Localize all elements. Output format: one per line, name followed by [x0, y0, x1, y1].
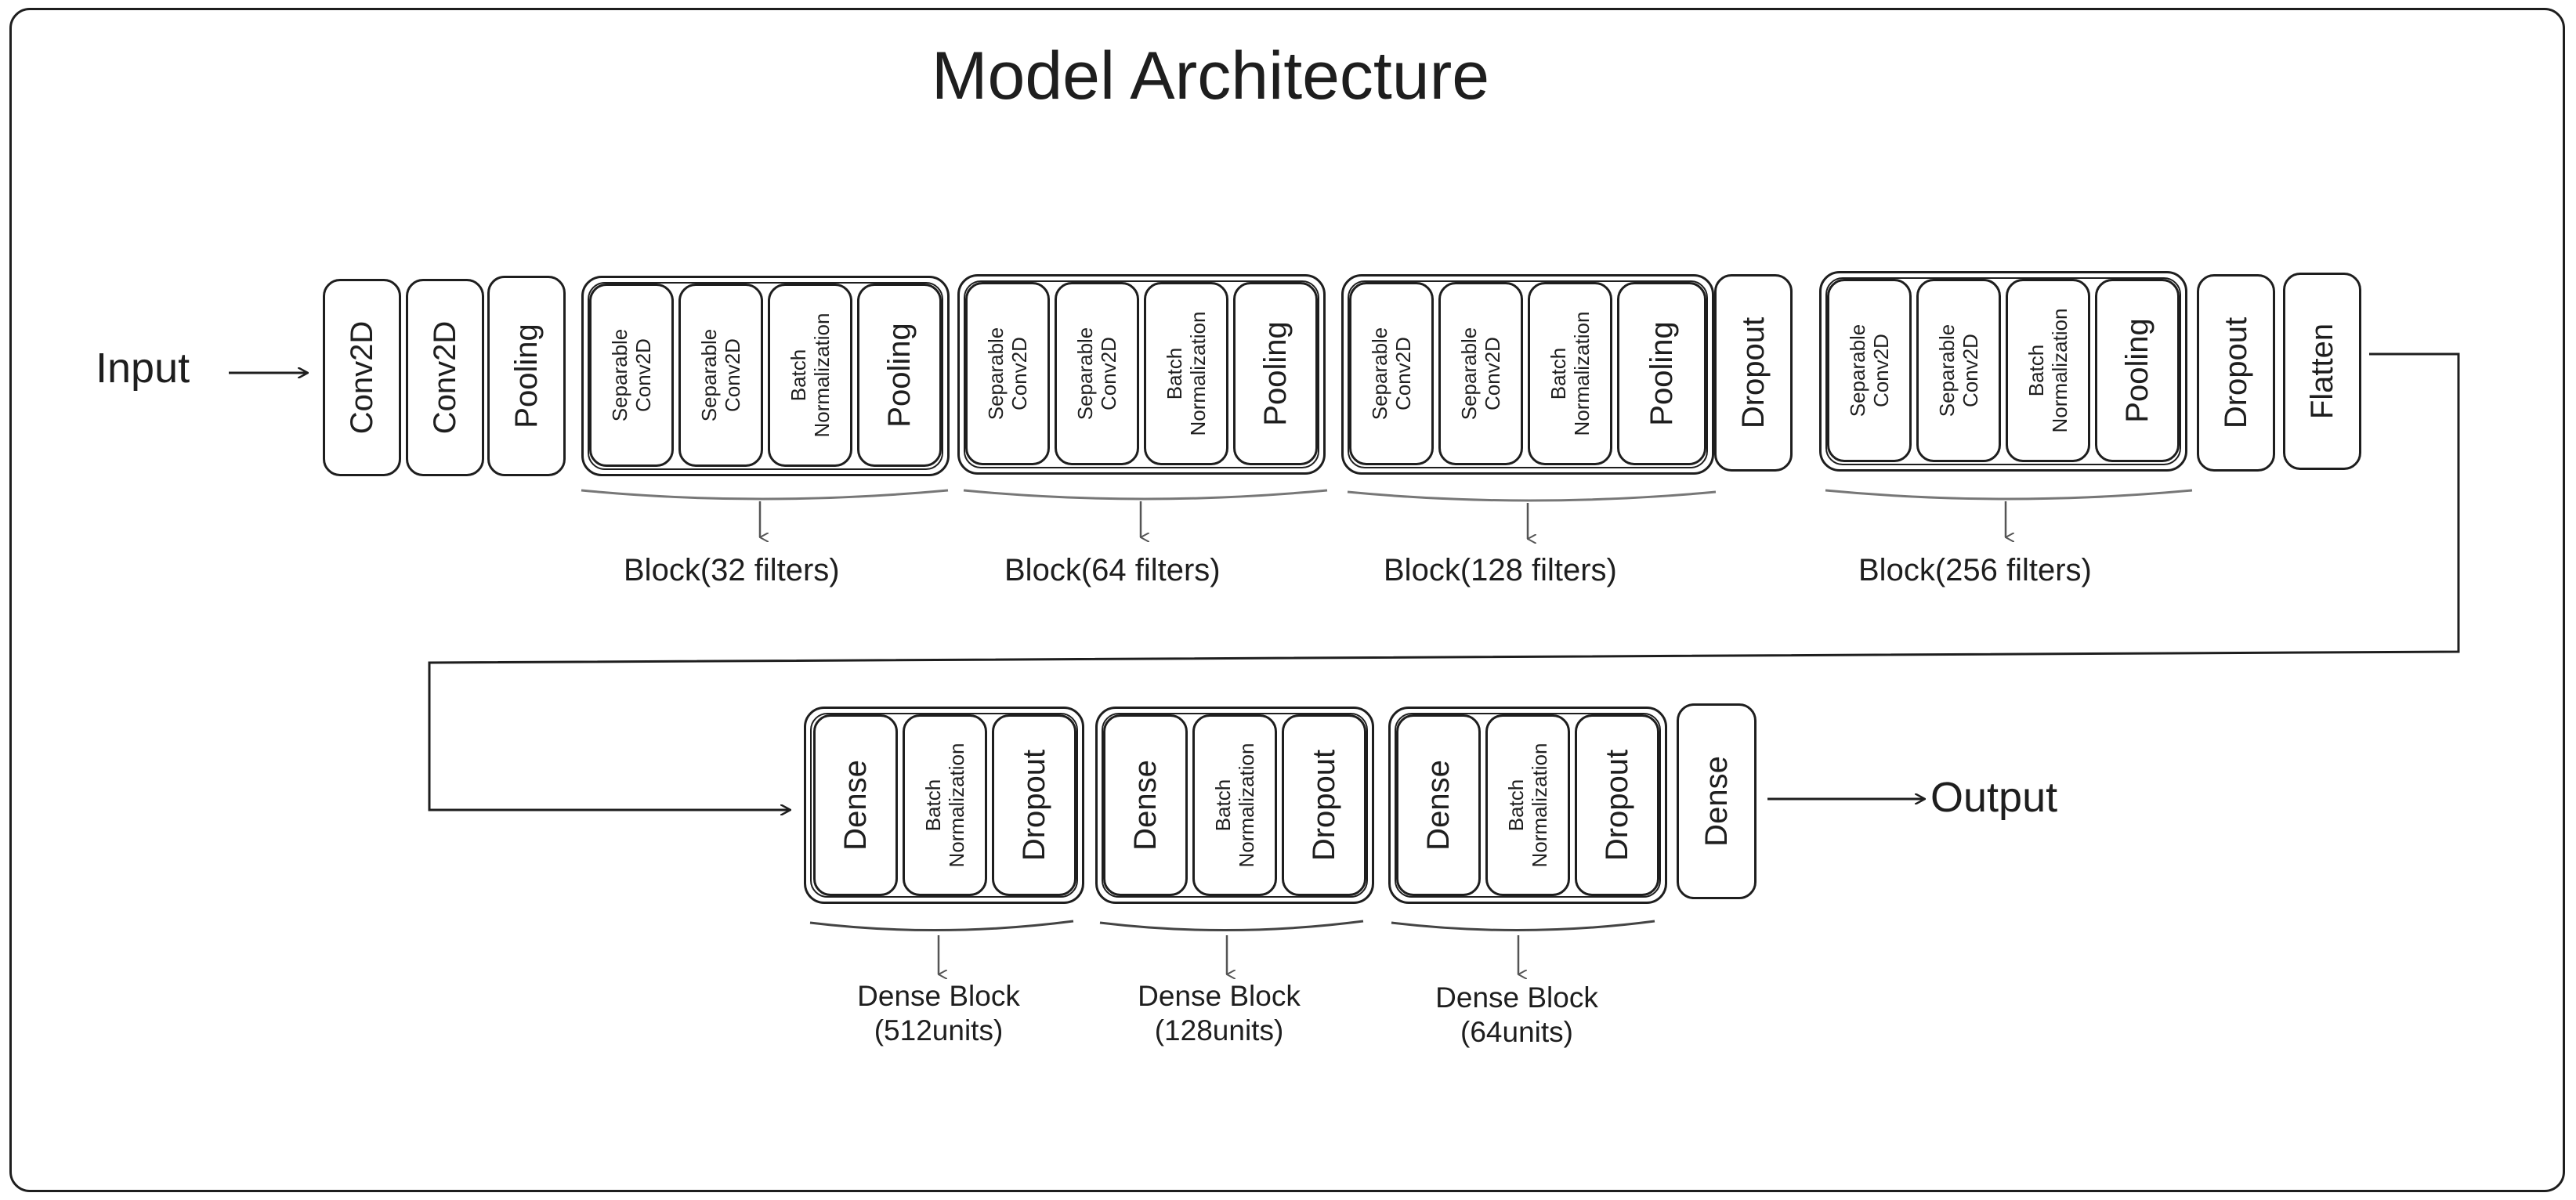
layer-label: Separable Conv2D: [1368, 327, 1415, 421]
layer-dense: Dense: [813, 714, 898, 896]
layer-label: Dense: [838, 760, 873, 851]
layer-separable-conv2d: Separable Conv2D: [1827, 279, 1912, 462]
layer-dropout: Dropout: [1714, 274, 1793, 472]
layer-dropout: Dropout: [1282, 714, 1366, 896]
layer-pooling: Pooling: [1617, 282, 1706, 465]
layer-label: Dropout: [1600, 749, 1634, 862]
layer-label: Dense: [1699, 756, 1734, 847]
layer-label: Conv2D: [428, 320, 462, 435]
layer-label: Conv2D: [345, 320, 379, 435]
conv-block-64: [957, 274, 1326, 475]
layer-pooling: Pooling: [857, 284, 942, 467]
layer-dropout: Dropout: [1575, 714, 1659, 896]
dense-block-512: [804, 707, 1084, 904]
layer-label: Dropout: [1017, 749, 1051, 862]
layer-label: Dense: [1128, 760, 1163, 851]
layer-label: Batch Normalization: [1163, 311, 1210, 436]
layer-label: Batch Normalization: [1211, 743, 1258, 868]
layer-label: Batch Normalization: [921, 743, 968, 868]
layer-separable-conv2d: Separable Conv2D: [1349, 282, 1434, 465]
layer-conv2d-1: Conv2D: [323, 279, 401, 476]
layer-separable-conv2d: Separable Conv2D: [1438, 282, 1523, 465]
block-label: Block(128 filters): [1384, 553, 1617, 587]
layer-batch-normalization: Batch Normalization: [1528, 282, 1612, 465]
layer-batch-normalization: Batch Normalization: [1144, 282, 1228, 465]
layer-pooling: Pooling: [1233, 282, 1318, 465]
layer-label: Dropout: [1307, 749, 1341, 862]
block-label: Block(64 filters): [1004, 553, 1221, 587]
dense-block-128: [1095, 707, 1374, 904]
layer-label: Dropout: [1736, 316, 1771, 429]
dense-brace: [1391, 920, 1655, 932]
layer-conv2d-2: Conv2D: [406, 279, 484, 476]
diagram-title: Model Architecture: [931, 38, 1490, 114]
layer-separable-conv2d: Separable Conv2D: [1916, 279, 2001, 462]
layer-label: Separable Conv2D: [1457, 327, 1504, 421]
layer-separable-conv2d: Separable Conv2D: [965, 282, 1050, 465]
wrap-connector: [428, 352, 2460, 810]
output-label: Output: [1930, 774, 2058, 821]
layer-label: Separable Conv2D: [984, 327, 1031, 421]
dense-block-64: [1388, 707, 1667, 904]
layer-dense: Dense: [1396, 714, 1481, 896]
block-brace: [1347, 490, 1717, 502]
layer-batch-normalization: Batch Normalization: [903, 714, 987, 896]
input-label: Input: [96, 345, 190, 392]
layer-batch-normalization: Batch Normalization: [1485, 714, 1570, 896]
dense-brace: [1099, 920, 1364, 932]
layer-label: Dropout: [2219, 316, 2253, 429]
conv-block-32: [581, 276, 950, 476]
layer-label: Separable Conv2D: [1073, 327, 1120, 421]
layer-label: Separable Conv2D: [1935, 323, 1982, 417]
dense-brace: [809, 920, 1074, 932]
layer-label: Batch Normalization: [1547, 311, 1594, 436]
layer-dense: Dense: [1103, 714, 1188, 896]
layer-label: Pooling: [509, 323, 544, 428]
layer-batch-normalization: Batch Normalization: [1192, 714, 1277, 896]
layer-pooling: Pooling: [2095, 279, 2180, 462]
layer-label: Separable Conv2D: [697, 328, 744, 422]
layer-label: Flatten: [2305, 323, 2339, 420]
conv-block-256: [1819, 271, 2187, 472]
layer-batch-normalization: Batch Normalization: [2006, 279, 2090, 462]
layer-separable-conv2d: Separable Conv2D: [1055, 282, 1139, 465]
layer-dropout: Dropout: [2197, 274, 2275, 472]
layer-label: Batch Normalization: [2024, 308, 2071, 433]
layer-label: Separable Conv2D: [608, 328, 655, 422]
layer-label: Pooling: [1644, 321, 1679, 426]
layer-dropout: Dropout: [992, 714, 1076, 896]
dense-block-label: Dense Block (128units): [1138, 980, 1301, 1046]
layer-separable-conv2d: Separable Conv2D: [589, 284, 674, 467]
layer-batch-normalization: Batch Normalization: [768, 284, 852, 467]
block-label: Block(32 filters): [624, 553, 840, 587]
dense-block-label: Dense Block (512units): [857, 980, 1020, 1046]
diagram-frame: [9, 8, 2565, 1192]
layer-label: Separable Conv2D: [1846, 323, 1893, 417]
block-brace: [1825, 489, 2193, 501]
dense-block-label: Dense Block (64units): [1435, 981, 1598, 1048]
layer-pooling: Pooling: [487, 276, 566, 476]
layer-label: Pooling: [1258, 321, 1293, 426]
layer-label: Dense: [1421, 760, 1456, 851]
layer-label: Pooling: [882, 323, 917, 428]
layer-flatten: Flatten: [2283, 273, 2361, 470]
layer-dense-output: Dense: [1677, 703, 1757, 899]
layer-label: Pooling: [2120, 318, 2155, 423]
conv-block-128: [1341, 274, 1714, 475]
block-brace: [581, 489, 949, 501]
layer-label: Batch Normalization: [787, 313, 834, 438]
layer-label: Batch Normalization: [1504, 743, 1551, 868]
block-brace: [963, 489, 1328, 501]
layer-separable-conv2d: Separable Conv2D: [678, 284, 763, 467]
block-label: Block(256 filters): [1858, 553, 2092, 587]
